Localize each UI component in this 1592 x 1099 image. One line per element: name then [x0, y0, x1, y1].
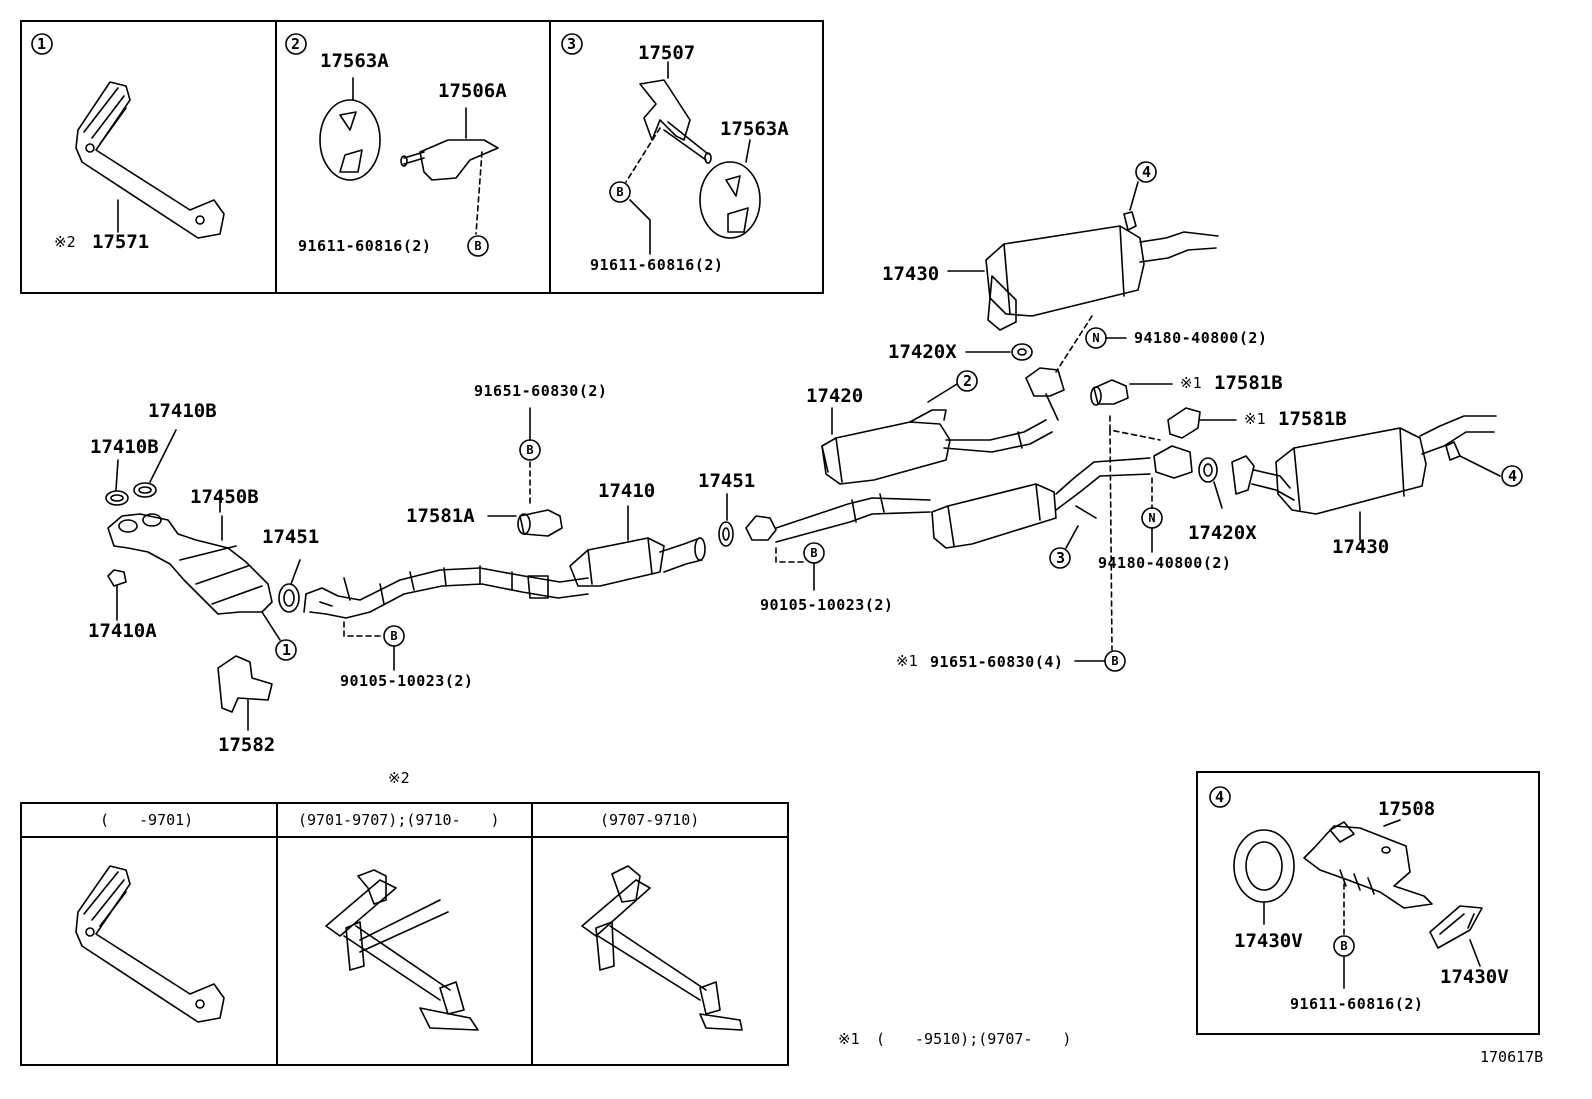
part-17563A-p3: 17563A	[720, 118, 789, 140]
part-17451-right: 17451	[698, 470, 756, 492]
part-17581B-a: 17581B	[1214, 372, 1283, 394]
inset-divider	[549, 20, 551, 294]
svg-text:B: B	[390, 629, 397, 643]
part-17430V-left: 17430V	[1234, 930, 1303, 952]
part-17420X-top: 17420X	[888, 341, 957, 363]
note-mark-2: ※2	[388, 769, 410, 787]
part-17430-right: 17430	[1332, 536, 1390, 558]
circle-4-top: 4	[1142, 163, 1152, 181]
part-17420: 17420	[806, 385, 864, 407]
circle-4-right: 4	[1508, 467, 1518, 485]
part-17410A: 17410A	[88, 620, 157, 642]
part-17581A: 17581A	[406, 505, 475, 527]
footnote-mark-1: ※1	[838, 1030, 860, 1048]
inset-divider	[275, 20, 277, 294]
part-17582: 17582	[218, 734, 276, 756]
part-17581B-b: 17581B	[1278, 408, 1347, 430]
bolt-91611-p4: 91611-60816(2)	[1290, 995, 1424, 1013]
bolt-90105-left: 90105-10023(2)	[340, 672, 474, 690]
top-inset-frame	[20, 20, 824, 294]
circle-2-main: 2	[963, 372, 973, 390]
panel4-frame	[1196, 771, 1540, 1035]
part-17420X-bottom: 17420X	[1188, 522, 1257, 544]
part-17571: 17571	[92, 231, 150, 253]
svg-text:B: B	[1340, 939, 1347, 953]
mark-1-c: ※1	[896, 652, 918, 670]
part-17451-left: 17451	[262, 526, 320, 548]
svg-text:N: N	[1148, 511, 1155, 525]
panel3-number: 3	[567, 35, 577, 53]
table-header-line	[20, 836, 789, 838]
drawing-code: 170617B	[1480, 1048, 1544, 1066]
bolt-94180-bottom: 94180-40800(2)	[1098, 554, 1232, 572]
part-17410B-upper: 17410B	[148, 400, 217, 422]
bottom-variant-table	[20, 802, 789, 1066]
variant-col1-header: ( -9701)	[100, 811, 194, 829]
variant-col3-header: (9707-9710)	[600, 811, 700, 829]
part-17506A: 17506A	[438, 80, 507, 102]
circle-b-text: B	[474, 239, 481, 253]
part-17430-top: 17430	[882, 263, 940, 285]
part-17563A-p2: 17563A	[320, 50, 389, 72]
bolt-90105-right: 90105-10023(2)	[760, 596, 894, 614]
svg-text:N: N	[1092, 331, 1099, 345]
svg-text:B: B	[526, 443, 533, 457]
mark-1-b: ※1	[1244, 410, 1266, 428]
footnote-text: ( -9510);(9707- )	[876, 1030, 1072, 1048]
svg-text:B: B	[810, 546, 817, 560]
panel1-number: 1	[37, 35, 47, 53]
table-divider	[531, 802, 533, 1066]
circle-1-main: 1	[282, 641, 292, 659]
part-17410: 17410	[598, 480, 656, 502]
part-17430V-right: 17430V	[1440, 966, 1509, 988]
table-divider	[276, 802, 278, 1066]
circle-3-main: 3	[1056, 549, 1066, 567]
variant-col2-header: (9701-9707);(9710- )	[298, 811, 500, 829]
part-17508: 17508	[1378, 798, 1436, 820]
part-17450B: 17450B	[190, 486, 259, 508]
bolt-91611-p2: 91611-60816(2)	[298, 237, 432, 255]
mark-1-a: ※1	[1180, 374, 1202, 392]
bolt-91611-p3: 91611-60816(2)	[590, 256, 724, 274]
panel4-number: 4	[1215, 788, 1225, 806]
bolt-91651-bottom: 91651-60830(4)	[930, 653, 1064, 671]
svg-text:B: B	[616, 185, 623, 199]
bolt-94180-top: 94180-40800(2)	[1134, 329, 1268, 347]
bolt-91651-top: 91651-60830(2)	[474, 382, 608, 400]
panel1-mark: ※2	[54, 233, 76, 251]
part-17410B-lower: 17410B	[90, 436, 159, 458]
part-17507: 17507	[638, 42, 696, 64]
panel2-number: 2	[291, 35, 301, 53]
svg-text:B: B	[1111, 654, 1118, 668]
